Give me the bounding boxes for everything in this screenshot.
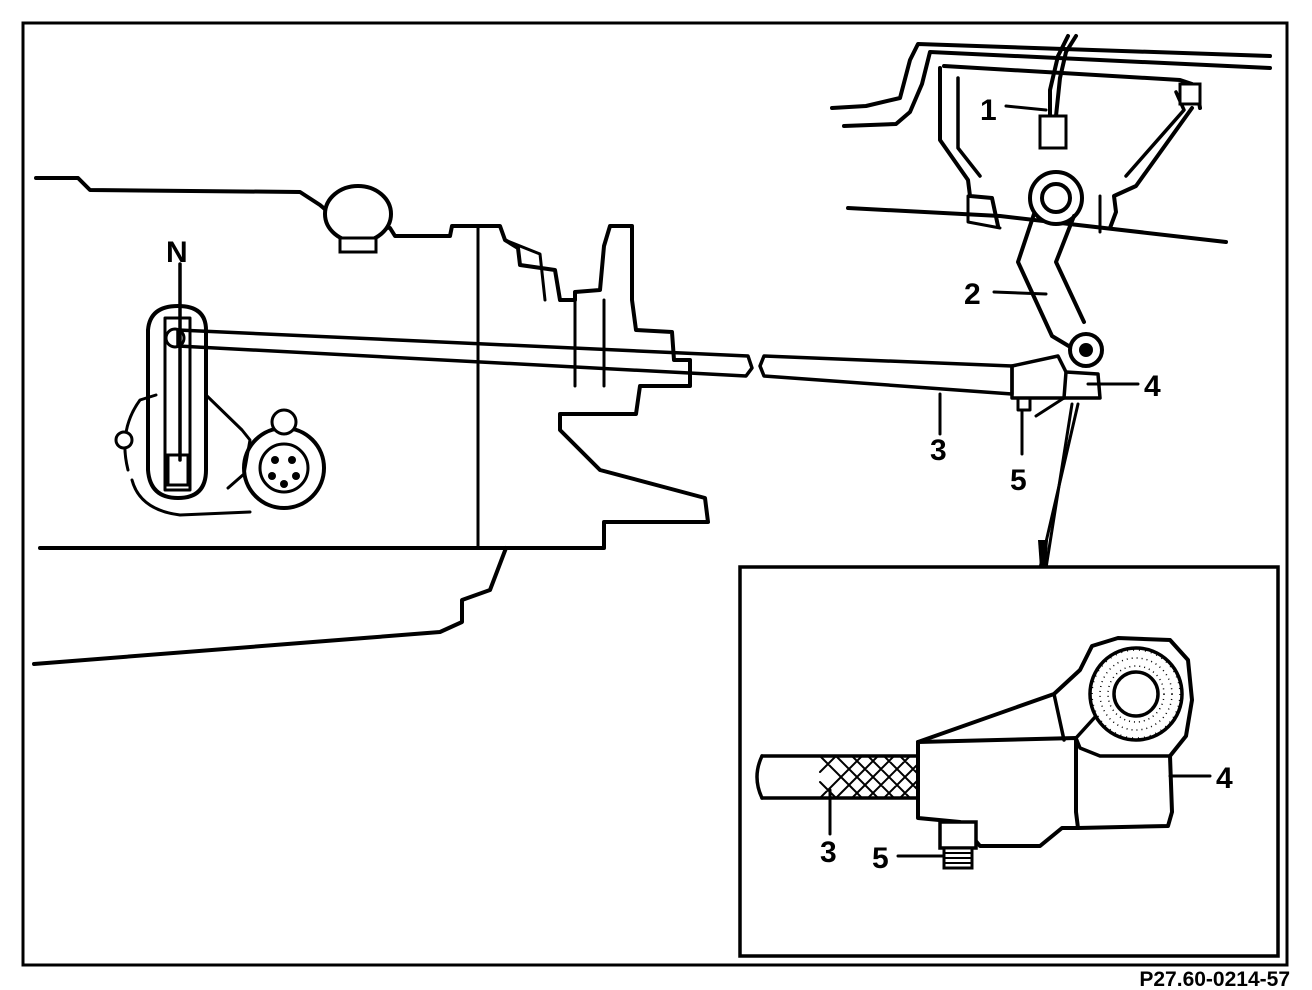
body-floor (830, 42, 1272, 244)
bushing-eye (1088, 646, 1184, 742)
clamp-screw (938, 820, 978, 870)
figure-reference-code: P27.60-0214-57 (1139, 968, 1290, 990)
shifter-lever (1016, 34, 1104, 368)
inset-callout-4: 4 (1216, 762, 1233, 795)
outer-frame (21, 21, 1289, 967)
adjuster-block (1010, 354, 1102, 418)
selector-lever (114, 304, 252, 517)
breather-cap (323, 184, 393, 254)
callout-n: N (166, 236, 188, 269)
callout-4: 4 (1144, 370, 1161, 403)
callout-5: 5 (1010, 464, 1027, 497)
knurled-section (819, 755, 919, 799)
callout-2: 2 (964, 278, 981, 311)
transmission-housing (32, 176, 710, 666)
inset-callout-3: 3 (820, 836, 837, 869)
callout-1: 1 (980, 94, 997, 127)
callout-3: 3 (930, 434, 947, 467)
detail-inset (738, 565, 1280, 958)
lockout-switch (204, 393, 326, 510)
detail-leader (1038, 402, 1080, 570)
callout-leaders (178, 104, 1140, 462)
shift-rod (176, 328, 1014, 396)
inset-callout-5: 5 (872, 842, 889, 875)
